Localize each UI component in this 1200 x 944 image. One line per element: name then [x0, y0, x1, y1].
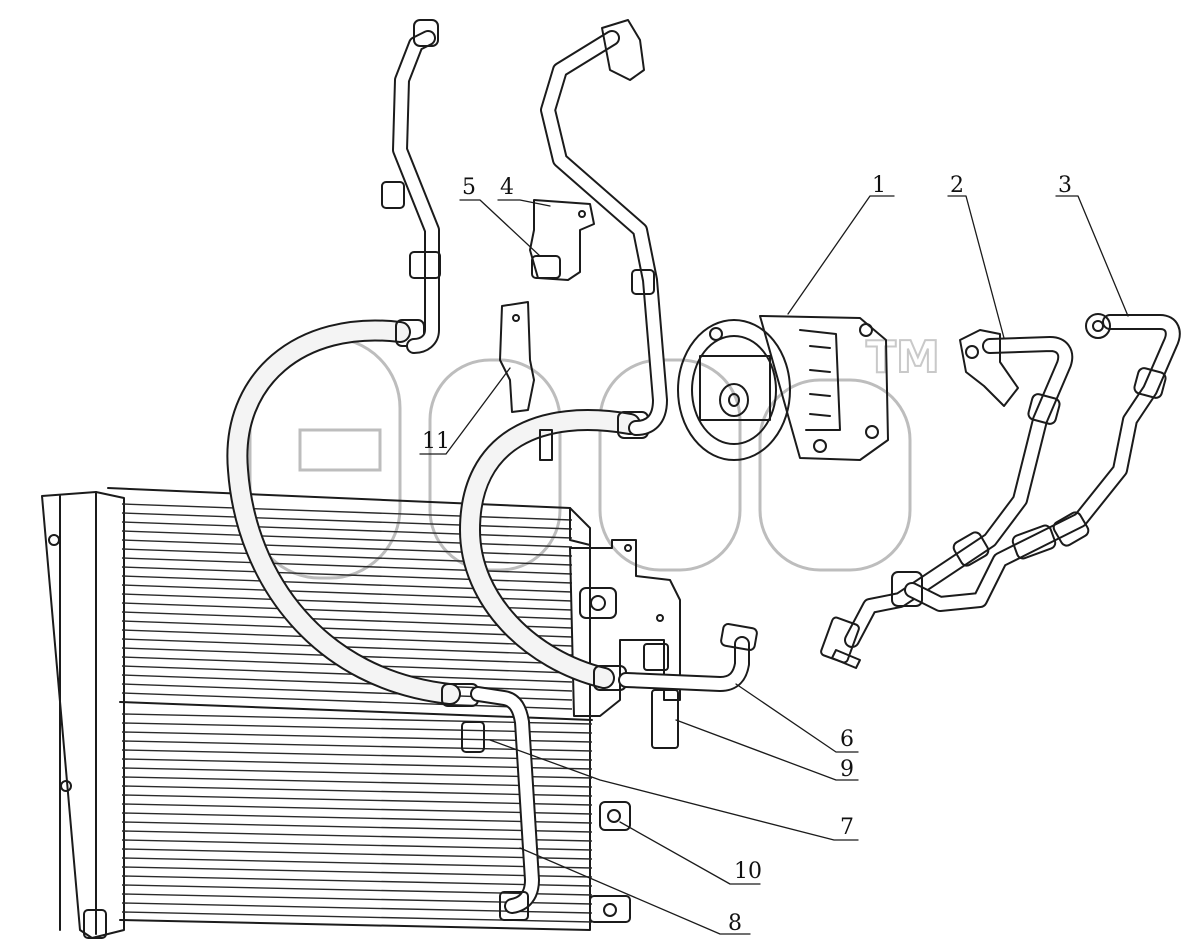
fin-line: [121, 557, 573, 575]
watermark-text: TM: [866, 332, 940, 383]
condenser: [41, 487, 631, 939]
callout-7: 7: [840, 815, 854, 840]
fin-line: [121, 512, 573, 530]
fin-line: [121, 812, 593, 824]
fin-line: [121, 749, 593, 761]
fin-line: [121, 530, 573, 548]
condenser-fins-lower: [121, 713, 593, 923]
sensor-switch-4-5: [529, 199, 595, 281]
fin-line: [121, 566, 573, 584]
fin-line: [121, 776, 593, 788]
fin-line: [121, 857, 593, 869]
fin-line: [121, 884, 593, 896]
fin-line: [121, 674, 573, 692]
fin-line: [121, 503, 573, 521]
callout-6: 6: [840, 727, 854, 752]
callout-8: 8: [728, 911, 742, 936]
watermark-logo: TM: [248, 331, 941, 580]
fin-line: [121, 584, 573, 602]
bracket-11: [499, 301, 553, 461]
fin-line: [121, 740, 593, 752]
fin-line: [121, 866, 593, 878]
fin-line: [121, 665, 573, 683]
fin-line: [121, 758, 593, 770]
callout-4: 4: [500, 175, 514, 200]
compressor-1: [677, 315, 889, 461]
fin-line: [121, 839, 593, 851]
fin-line: [121, 713, 593, 725]
callout-1: 1: [872, 173, 886, 198]
callout-9: 9: [840, 757, 854, 782]
fin-line: [121, 620, 573, 638]
bracket-9: [643, 643, 679, 749]
fin-line: [121, 794, 593, 806]
fin-line: [121, 692, 573, 710]
fin-line: [121, 722, 593, 734]
callout-11: 11: [422, 429, 450, 454]
pipe-top-left: [381, 19, 441, 354]
fin-line: [121, 575, 573, 593]
fin-line: [121, 539, 573, 557]
callout-5: 5: [462, 175, 476, 200]
fin-line: [121, 548, 573, 566]
drier-bracket: [569, 539, 681, 717]
callouts: 1 2 3 4 5 6 7 8 9 10 11: [419, 173, 1129, 936]
callout-2: 2: [950, 173, 964, 198]
clip-10: [599, 801, 631, 831]
hose-assembly-right: [820, 313, 1181, 669]
fin-line: [121, 767, 593, 779]
pipe-outlet-6: [618, 623, 758, 692]
fin-line: [121, 821, 593, 833]
fin-line: [121, 803, 593, 815]
fin-line: [121, 830, 593, 842]
fin-line: [121, 848, 593, 860]
fin-line: [121, 629, 573, 647]
fin-line: [121, 731, 593, 743]
fin-line: [121, 521, 573, 539]
callout-10: 10: [734, 859, 762, 884]
fin-line: [121, 785, 593, 797]
pipe-lower: [461, 686, 540, 921]
callout-3: 3: [1058, 173, 1072, 198]
pipe-top-middle: [540, 19, 668, 436]
fin-line: [121, 875, 593, 887]
